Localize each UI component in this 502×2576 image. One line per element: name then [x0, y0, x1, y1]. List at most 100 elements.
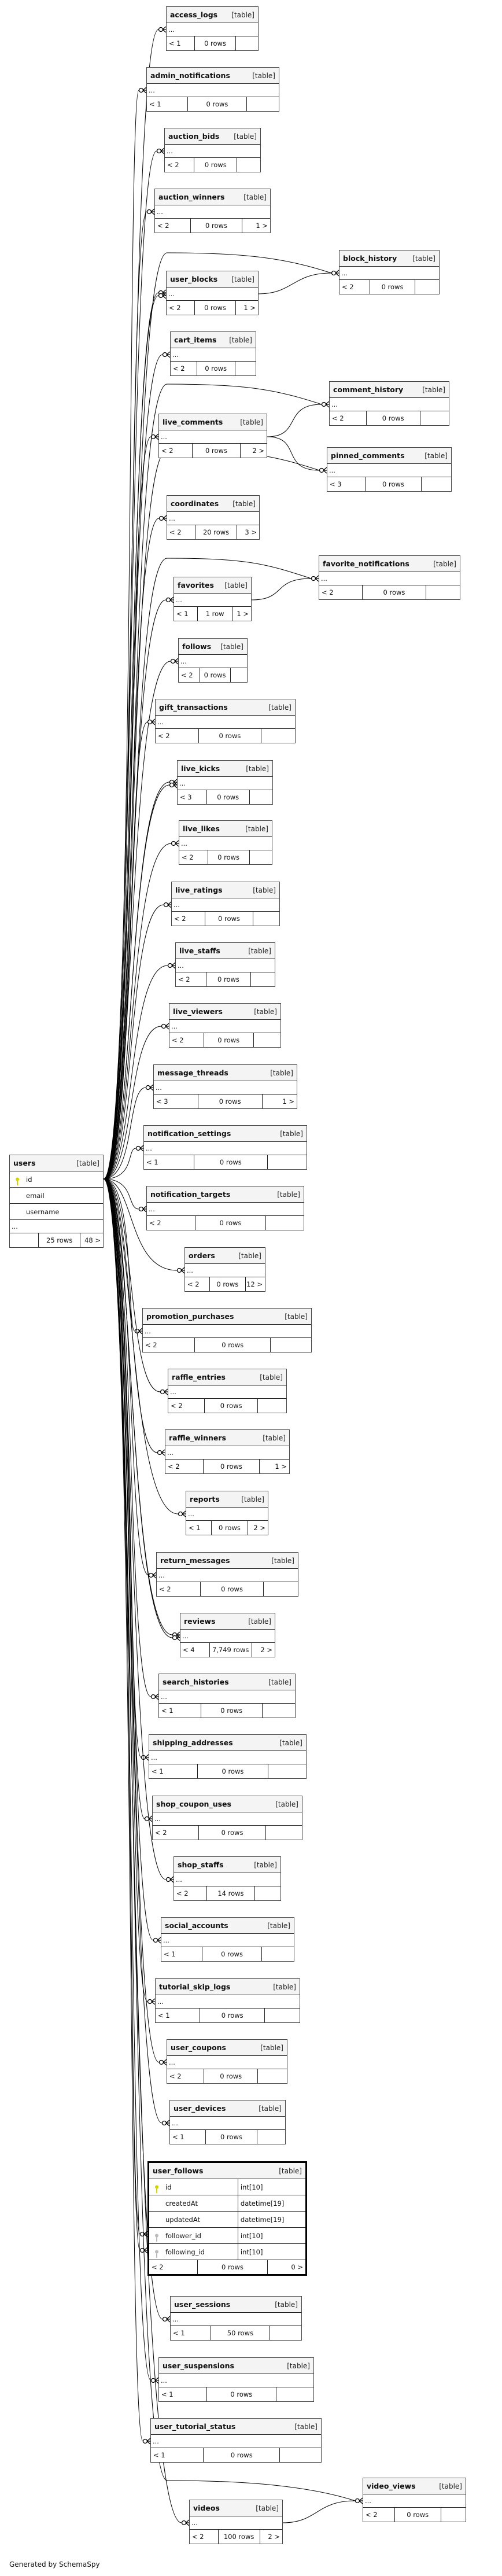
table-header[interactable]: coordinates[table] [167, 496, 259, 512]
table-name[interactable]: shipping_addresses [153, 1738, 233, 1747]
parent-count[interactable]: < 2 [155, 219, 191, 233]
table-name[interactable]: auction_bids [168, 132, 220, 141]
child-count[interactable]: 2 > [260, 1646, 272, 1654]
more-columns-row[interactable]: ... [178, 777, 272, 790]
child-count[interactable]: 2 > [253, 1524, 265, 1532]
column-row[interactable]: id [10, 1171, 103, 1188]
table-header[interactable]: user_blocks[table] [167, 271, 258, 288]
more-columns-row[interactable]: ... [151, 2435, 321, 2448]
more-columns-row[interactable]: ... [339, 267, 439, 280]
more-columns-row[interactable]: ... [168, 1385, 286, 1399]
parent-count[interactable]: < 2 [159, 444, 193, 458]
table-header[interactable]: tutorial_skip_logs[table] [156, 1979, 300, 1995]
more-columns-row[interactable]: ... [179, 837, 272, 850]
table-name[interactable]: user_follows [153, 2166, 204, 2175]
table-header[interactable]: users[table] [10, 1155, 103, 1171]
more-columns-row[interactable]: ... [153, 1812, 302, 1826]
table-header[interactable]: video_views[table] [363, 2478, 466, 2494]
table-header[interactable]: user_follows[table] [149, 2163, 305, 2179]
child-count[interactable] [268, 1155, 307, 1169]
child-count[interactable] [264, 1582, 298, 1596]
child-count[interactable] [262, 1947, 294, 1961]
child-count[interactable] [271, 1338, 311, 1352]
more-columns-row[interactable]: ... [171, 348, 256, 362]
table-name[interactable]: coordinates [171, 499, 219, 508]
more-columns-row[interactable]: ... [186, 1508, 268, 1521]
more-columns-row[interactable]: ... [147, 84, 279, 97]
table-name[interactable]: video_views [367, 2482, 416, 2490]
table-name[interactable]: search_histories [163, 1678, 229, 1686]
more-columns-row[interactable]: ... [172, 898, 279, 912]
parent-count[interactable]: < 2 [172, 912, 205, 926]
table-name[interactable]: auction_winners [158, 193, 225, 201]
table-name[interactable]: reviews [184, 1617, 216, 1626]
more-columns-row[interactable]: ... [363, 2494, 466, 2508]
parent-count[interactable]: < 2 [171, 362, 197, 375]
child-count[interactable] [258, 1399, 286, 1413]
parent-count[interactable]: < 1 [144, 1155, 195, 1169]
parent-count[interactable]: < 2 [157, 1582, 201, 1596]
more-columns-row[interactable]: ... [167, 512, 259, 525]
child-count[interactable] [237, 158, 260, 172]
more-columns-row[interactable]: ... [319, 572, 460, 585]
child-count[interactable] [257, 2130, 285, 2144]
child-count[interactable] [268, 1764, 306, 1778]
table-header[interactable]: pinned_comments[table] [327, 448, 451, 464]
table-name[interactable]: pinned_comments [331, 451, 405, 460]
parent-count[interactable]: < 1 [147, 97, 188, 111]
parent-count[interactable]: < 2 [339, 280, 371, 294]
table-name[interactable]: raffle_winners [169, 1433, 226, 1442]
child-count[interactable] [254, 1033, 280, 1047]
more-columns-row[interactable]: ... [190, 2516, 282, 2530]
more-columns-row[interactable]: ... [176, 959, 275, 972]
child-count[interactable] [441, 2508, 466, 2522]
table-name[interactable]: live_viewers [173, 1007, 223, 1016]
more-columns-row[interactable]: ... [149, 1751, 306, 1764]
more-columns-row[interactable]: ... [179, 655, 247, 668]
table-header[interactable]: live_likes[table] [179, 821, 272, 837]
child-count[interactable] [266, 1826, 302, 1840]
table-header[interactable]: return_messages[table] [157, 1553, 298, 1569]
table-header[interactable]: cart_items[table] [171, 332, 256, 348]
table-header[interactable]: access_logs[table] [167, 7, 258, 23]
child-count[interactable] [247, 97, 279, 111]
child-count[interactable]: 3 > [245, 528, 257, 536]
parent-count[interactable]: < 2 [169, 1033, 204, 1047]
more-columns-row[interactable]: ... [159, 1690, 295, 1704]
more-columns-row[interactable]: ... [167, 288, 258, 301]
parent-count[interactable]: < 1 [186, 1521, 212, 1535]
parent-count[interactable]: < 1 [156, 2009, 201, 2022]
table-header[interactable]: orders[table] [185, 1248, 265, 1264]
parent-count[interactable]: < 1 [161, 1947, 202, 1961]
more-columns-row[interactable]: ... [180, 1630, 275, 1643]
table-header[interactable]: reviews[table] [180, 1613, 275, 1630]
more-columns-row[interactable]: ... [174, 594, 251, 607]
more-columns-row[interactable]: ... [156, 716, 295, 729]
parent-count[interactable]: < 2 [185, 1277, 210, 1291]
parent-count[interactable]: < 1 [174, 607, 198, 621]
child-count[interactable] [270, 2326, 301, 2340]
table-header[interactable]: comment_history[table] [330, 382, 449, 398]
table-name[interactable]: user_devices [174, 2104, 226, 2113]
table-name[interactable]: user_suspensions [163, 2361, 234, 2370]
table-name[interactable]: gift_transactions [159, 703, 228, 712]
table-header[interactable]: social_accounts[table] [161, 1918, 294, 1934]
child-count[interactable] [420, 411, 449, 425]
